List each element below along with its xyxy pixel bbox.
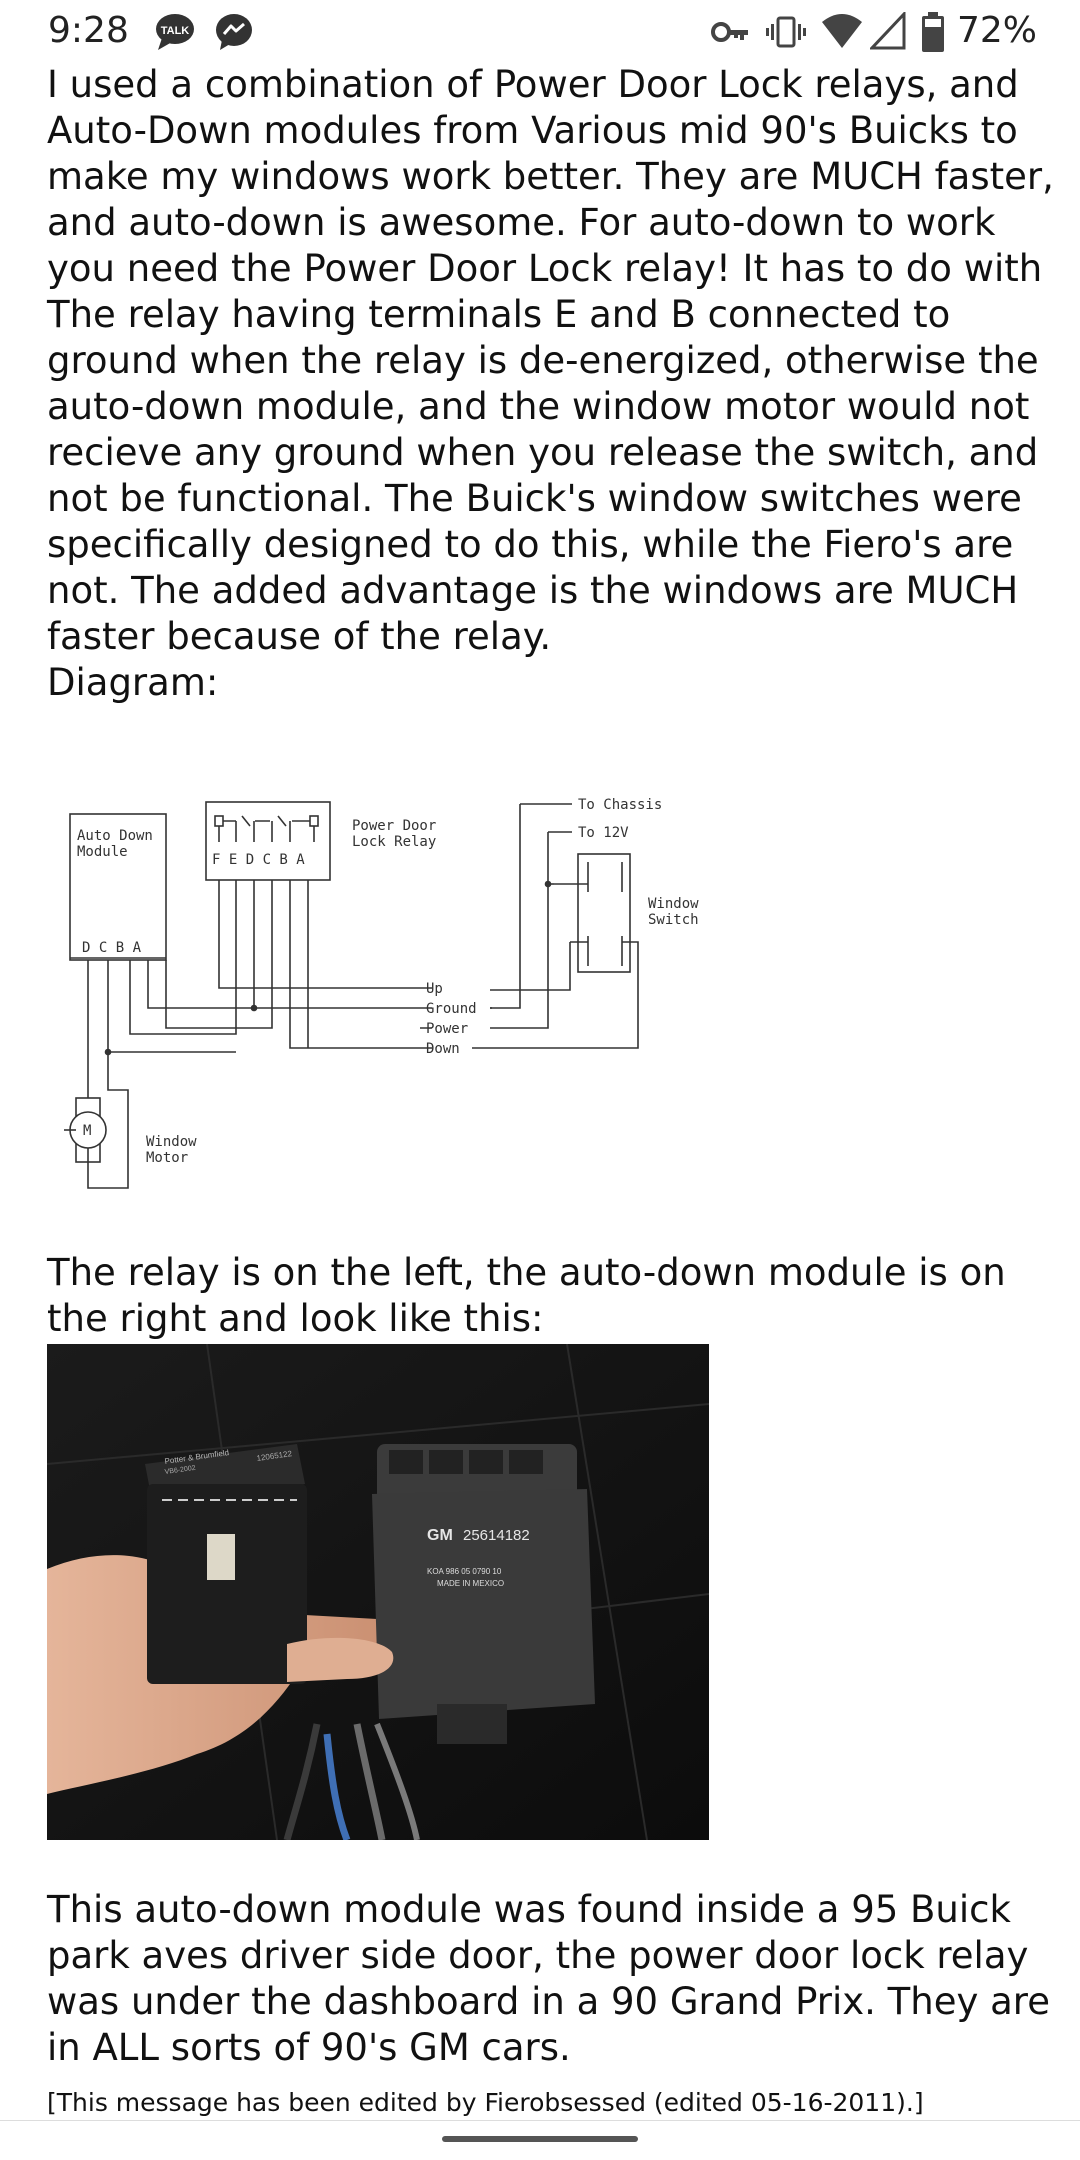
switch-label-1: Window <box>648 896 699 912</box>
power-door-lock-relay-box <box>205 801 331 881</box>
motor-label-1: Window <box>146 1134 197 1150</box>
post-paragraph-1: I used a combination of Power Door Lock … <box>47 63 1054 658</box>
diagram-label: Diagram: <box>47 661 219 704</box>
motor-label-2: Motor <box>146 1150 188 1166</box>
edited-note: [This message has been edited by Fierobs… <box>47 2088 924 2117</box>
vpn-key-icon <box>711 22 748 42</box>
wire-down-label: Down <box>426 1041 460 1057</box>
module-label-1: Auto Down <box>77 828 153 844</box>
wire-power-label: Power <box>426 1021 468 1037</box>
wire-up-label: Up <box>426 981 443 997</box>
post-paragraph-3: This auto-down module was found inside a… <box>47 1888 1050 2069</box>
relay-model-text: VB6-2002 <box>164 1465 196 1476</box>
relay-and-module-photo[interactable]: Potter & Brumfield VB6-2002 12065122 GM … <box>47 1344 709 1840</box>
wiring-diagram: Auto Down Module D C B A F E D C B A Pow… <box>64 797 699 1189</box>
status-bar: 9:28 TALK 72% <box>0 0 1080 66</box>
battery-percent: 72% <box>957 10 1038 51</box>
relay-label-2: Lock Relay <box>352 834 436 850</box>
talk-icon: TALK <box>156 14 194 50</box>
module-brand-text: GM <box>427 1527 453 1544</box>
vibrate-icon <box>766 16 806 48</box>
to-chassis-label: To Chassis <box>578 797 662 813</box>
module-label-2: Module <box>77 844 128 860</box>
battery-icon <box>922 12 944 52</box>
wifi-icon <box>822 14 862 48</box>
relay-component: Potter & Brumfield VB6-2002 12065122 <box>145 1444 307 1684</box>
messenger-icon <box>216 14 252 50</box>
status-time: 9:28 <box>48 10 129 51</box>
gesture-nav-handle[interactable] <box>442 2136 638 2142</box>
bottom-divider <box>0 2120 1080 2121</box>
motor-symbol-label: M <box>83 1123 91 1139</box>
module-origin-text: MADE IN MEXICO <box>437 1579 504 1588</box>
auto-down-module-box <box>69 813 167 961</box>
relay-label-1: Power Door <box>352 818 436 834</box>
module-code-text: KOA 986 05 0790 10 <box>427 1567 502 1576</box>
wire-ground-label: Ground <box>426 1001 477 1017</box>
window-switch-box <box>577 853 631 973</box>
auto-down-module-component: GM 25614182 KOA 986 05 0790 10 MADE IN M… <box>372 1444 595 1744</box>
module-part-text: 25614182 <box>463 1527 530 1544</box>
post-paragraph-2: The relay is on the left, the auto-down … <box>47 1251 1006 1340</box>
to-12v-label: To 12V <box>578 825 629 841</box>
cell-signal-icon <box>870 12 906 50</box>
talk-badge-text: TALK <box>161 25 190 37</box>
relay-terminals: F E D C B A <box>212 852 305 868</box>
switch-label-2: Switch <box>648 912 699 928</box>
module-terminals: D C B A <box>82 940 142 956</box>
